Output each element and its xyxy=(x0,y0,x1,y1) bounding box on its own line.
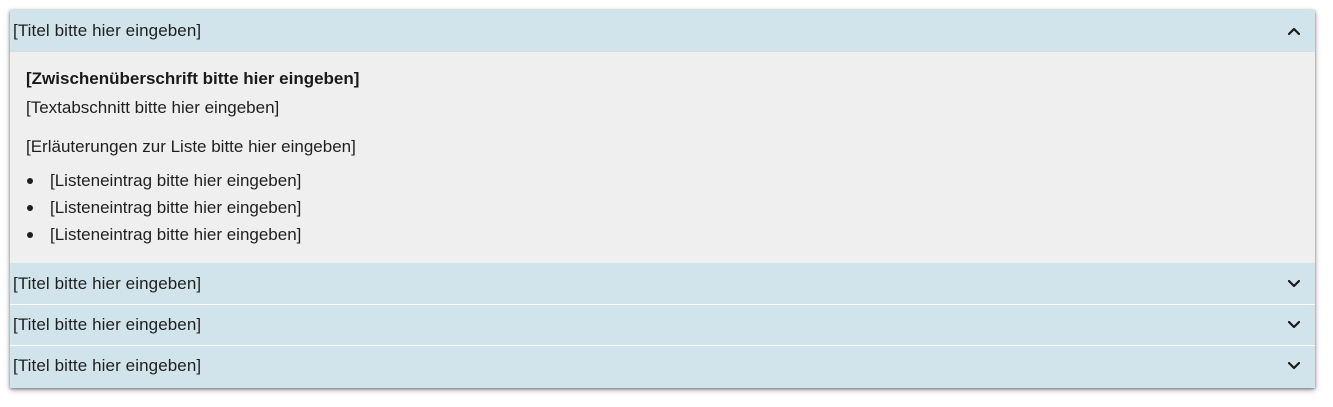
bullet-list: [Listeneintrag bitte hier eingeben] [Lis… xyxy=(24,167,301,248)
accordion-title: [Titel bitte hier eingeben] xyxy=(13,356,202,375)
list-item: [Listeneintrag bitte hier eingeben] xyxy=(24,194,301,221)
list-item-text: [Listeneintrag bitte hier eingeben] xyxy=(50,171,302,190)
list-item-text: [Listeneintrag bitte hier eingeben] xyxy=(50,198,302,217)
accordion-header-3[interactable]: [Titel bitte hier eingeben] xyxy=(10,304,1315,345)
accordion-title: [Titel bitte hier eingeben] xyxy=(13,273,202,293)
list-item: [Listeneintrag bitte hier eingeben] xyxy=(24,221,301,248)
bullet-icon xyxy=(27,205,33,211)
accordion-header-4[interactable]: [Titel bitte hier eingeben] xyxy=(10,345,1315,386)
list-intro: [Erläuterungen zur Liste bitte hier eing… xyxy=(26,137,356,156)
accordion-header-1[interactable]: [Titel bitte hier eingeben] xyxy=(10,10,1315,51)
chevron-down-icon[interactable] xyxy=(1288,321,1300,329)
chevron-up-icon[interactable] xyxy=(1288,27,1300,35)
subheading: [Zwischenüberschrift bitte hier eingeben… xyxy=(26,69,360,88)
text-paragraph: [Textabschnitt bitte hier eingeben] xyxy=(26,98,280,117)
accordion-panel-1: [Zwischenüberschrift bitte hier eingeben… xyxy=(10,51,1315,263)
chevron-down-icon[interactable] xyxy=(1288,279,1300,288)
accordion-header-2[interactable]: [Titel bitte hier eingeben] xyxy=(10,263,1315,304)
accordion-title: [Titel bitte hier eingeben] xyxy=(13,315,202,334)
bullet-icon xyxy=(27,232,33,238)
bullet-icon xyxy=(27,178,33,184)
list-item: [Listeneintrag bitte hier eingeben] xyxy=(24,167,301,194)
accordion: [Titel bitte hier eingeben] [Zwischenübe… xyxy=(10,10,1315,388)
accordion-title: [Titel bitte hier eingeben] xyxy=(13,20,202,40)
chevron-down-icon[interactable] xyxy=(1288,362,1300,370)
list-item-text: [Listeneintrag bitte hier eingeben] xyxy=(50,225,302,244)
